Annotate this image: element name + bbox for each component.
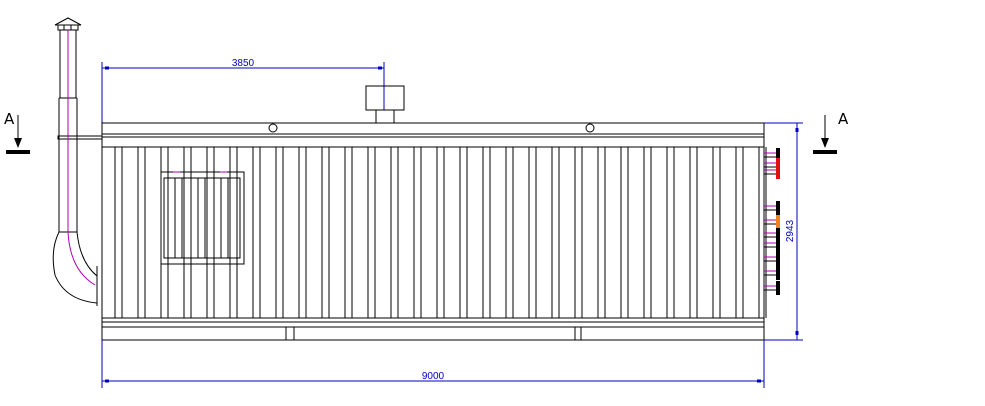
section-label-right: A bbox=[838, 110, 849, 128]
window bbox=[160, 171, 245, 265]
pipe-connections bbox=[764, 148, 780, 295]
dimension-label-3850: 3850 bbox=[232, 58, 255, 69]
pipe-flange bbox=[776, 252, 780, 266]
dimension-label-2943: 2943 bbox=[785, 219, 796, 242]
roof-vent bbox=[365, 85, 405, 124]
section-marker-right: A bbox=[813, 110, 849, 154]
section-marker-left: A bbox=[4, 110, 30, 154]
section-label-left: A bbox=[4, 110, 15, 128]
pipe-flange bbox=[776, 215, 780, 229]
dimension-top: 3850 bbox=[101, 58, 385, 123]
pipe-flange bbox=[776, 228, 780, 242]
dimension-height: 2943 bbox=[764, 122, 803, 341]
dimension-bottom: 9000 bbox=[101, 340, 765, 388]
pipe-flange bbox=[776, 165, 780, 179]
container-body bbox=[101, 122, 767, 341]
pipe-flange bbox=[776, 148, 780, 162]
pipe-flange bbox=[776, 266, 780, 280]
pipe-flange bbox=[776, 238, 780, 252]
pipe-flange bbox=[776, 281, 780, 295]
dimension-label-9000: 9000 bbox=[422, 371, 445, 382]
wall-panels bbox=[114, 147, 767, 318]
chimney bbox=[52, 17, 103, 306]
pipe-flange bbox=[776, 201, 780, 215]
